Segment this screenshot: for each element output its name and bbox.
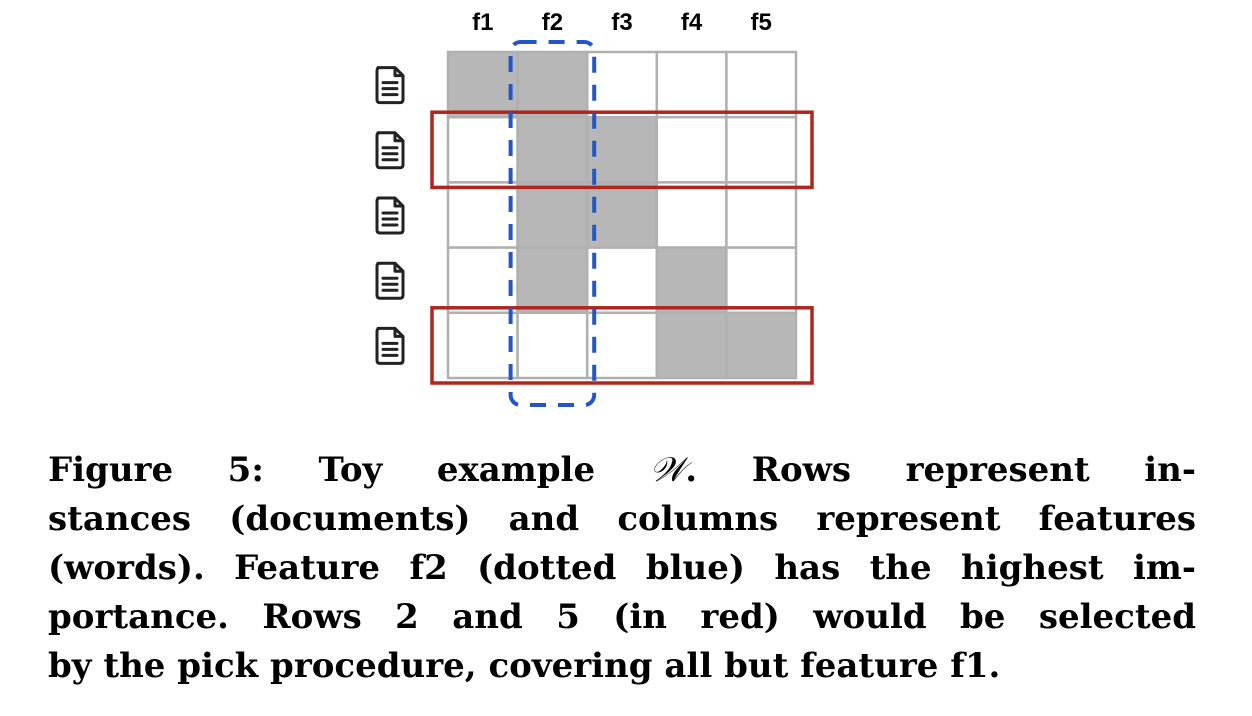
matrix-cells xyxy=(446,50,798,380)
feature-matrix-diagram: f1 f2 f3 f4 f5 xyxy=(375,9,814,407)
selected-row-box-5 xyxy=(430,306,814,385)
matrix-cell-r4-f4 xyxy=(655,246,728,315)
matrix-cell-r2-f2 xyxy=(516,115,589,184)
caption-line-3: (words). Feature f2 (dotted blue) has th… xyxy=(48,548,1196,588)
selected-row-box-2 xyxy=(430,110,814,190)
matrix-cell-r2-f3 xyxy=(585,115,659,184)
figure-caption: Figure 5: Toy example 𝒲. Rows represent … xyxy=(48,446,1196,691)
column-label-f2: f2 xyxy=(542,9,563,36)
matrix-cell-r2-f4 xyxy=(655,115,728,184)
caption-symbol-w: 𝒲 xyxy=(649,450,686,490)
caption-line-5: by the pick procedure, covering all but … xyxy=(48,646,1001,686)
document-icon-row-4 xyxy=(375,261,405,300)
matrix-cell-r3-f5 xyxy=(725,181,798,249)
document-icon-row-3 xyxy=(375,196,405,235)
matrix-cell-r3-f2 xyxy=(516,181,589,249)
caption-line-2: stances (documents) and columns represen… xyxy=(48,499,1196,539)
document-icon-row-1 xyxy=(375,66,405,105)
matrix-cell-r2-f1 xyxy=(446,115,519,184)
highlighted-column-box-f2 xyxy=(508,40,597,407)
matrix-cell-r1-f5 xyxy=(725,50,798,119)
caption-line-1-head: Figure 5: Toy example xyxy=(48,450,596,490)
matrix-cell-r5-f3 xyxy=(585,311,659,380)
matrix-cell-r5-f1 xyxy=(446,311,519,380)
matrix-cell-r5-f5 xyxy=(725,311,798,380)
row-document-icons xyxy=(375,66,405,365)
caption-line-4: portance. Rows 2 and 5 (in red) would be… xyxy=(48,597,1196,637)
column-label-f4: f4 xyxy=(681,9,703,36)
column-label-f5: f5 xyxy=(751,9,772,36)
matrix-cell-r4-f1 xyxy=(446,246,519,315)
matrix-cell-r2-f5 xyxy=(725,115,798,184)
matrix-cell-r3-f3 xyxy=(585,181,659,249)
matrix-cell-r1-f1 xyxy=(446,50,519,119)
matrix-cell-r4-f5 xyxy=(725,246,798,315)
matrix-cell-r1-f2 xyxy=(516,50,589,119)
column-label-f3: f3 xyxy=(611,9,632,36)
caption-line-1: Figure 5: Toy example 𝒲. Rows represent … xyxy=(48,446,1196,495)
column-labels: f1 f2 f3 f4 f5 xyxy=(472,9,772,36)
matrix-cell-r1-f4 xyxy=(655,50,728,119)
document-icon-row-2 xyxy=(375,131,405,170)
matrix-cell-r5-f4 xyxy=(655,311,728,380)
document-icon-row-5 xyxy=(375,326,405,365)
matrix-cell-r3-f1 xyxy=(446,181,519,249)
caption-line-1-tail: . Rows represent in- xyxy=(685,450,1196,490)
matrix-cell-r5-f2 xyxy=(516,311,589,380)
matrix-cell-r1-f3 xyxy=(585,50,659,119)
column-label-f1: f1 xyxy=(472,9,493,36)
matrix-cell-r3-f4 xyxy=(655,181,728,249)
matrix-cell-r4-f3 xyxy=(585,246,659,315)
selection-overlays xyxy=(430,40,814,407)
matrix-cell-r4-f2 xyxy=(516,246,589,315)
